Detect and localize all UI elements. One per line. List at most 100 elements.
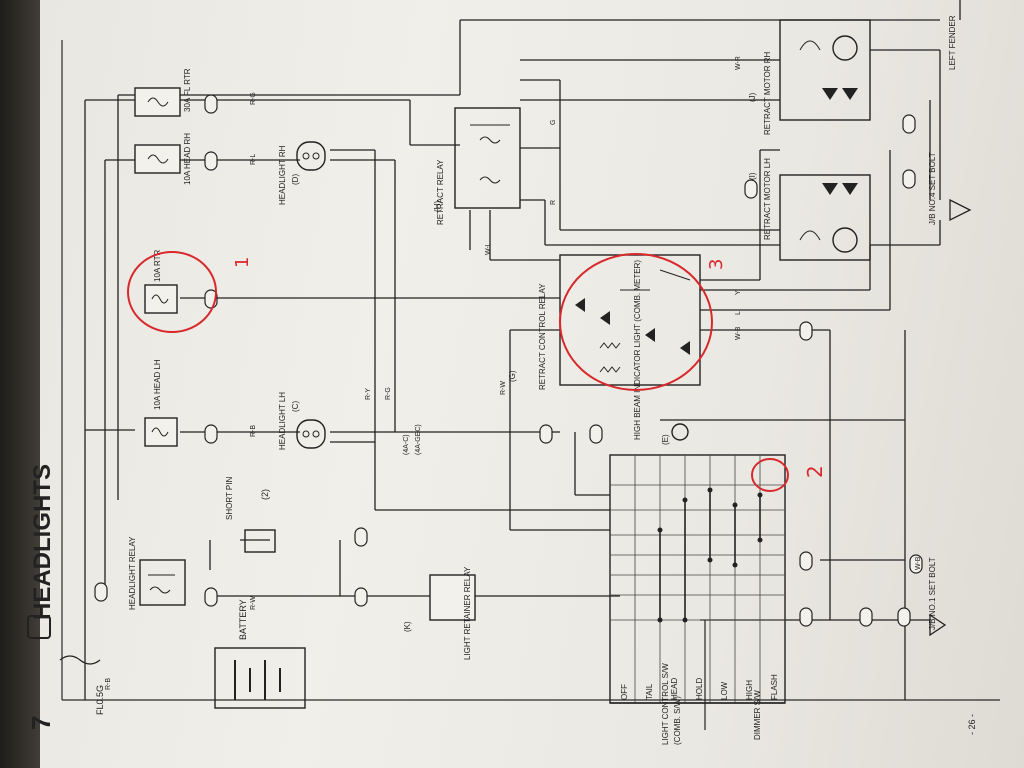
svg-text:10A HEAD RH: 10A HEAD RH <box>183 133 192 185</box>
svg-text:J/B NO.4 SET BOLT: J/B NO.4 SET BOLT <box>928 152 937 225</box>
svg-text:(4A-GEC): (4A-GEC) <box>415 424 422 455</box>
svg-text:FL0.5G: FL0.5G <box>95 685 105 715</box>
high-beam-label: HIGH BEAM INDICATOR LIGHT (COMB. METER) <box>633 260 642 440</box>
retract-control-id: (G) <box>508 370 517 382</box>
svg-text:R-W: R-W <box>500 381 507 395</box>
battery <box>214 647 306 709</box>
svg-text:W-R: W-R <box>735 56 742 70</box>
svg-text:R-B: R-B <box>250 425 257 437</box>
retract-motor-rh <box>779 19 871 121</box>
svg-text:R-L: R-L <box>250 154 257 165</box>
svg-text:W-L: W-L <box>485 242 492 255</box>
headlight-rh <box>296 141 326 171</box>
switch-table <box>609 454 786 730</box>
short-pin-num: (2) <box>260 489 270 500</box>
svg-text:LEFT FENDER: LEFT FENDER <box>948 15 957 70</box>
svg-text:R-W: R-W <box>250 596 257 610</box>
svg-text:(4A-C): (4A-C) <box>403 434 410 455</box>
headlight-lh-label: HEADLIGHT LH <box>278 392 287 450</box>
light-control-label: LIGHT CONTROL S/W <box>661 663 670 745</box>
svg-text:(I): (I) <box>748 172 757 180</box>
fuse-rtr-label: 10A RTR <box>153 249 162 282</box>
svg-text:R-G: R-G <box>385 387 392 400</box>
wire-label: W-R <box>735 56 742 70</box>
svg-text:(G): (G) <box>508 370 517 382</box>
ground-symbols <box>929 0 972 637</box>
svg-text:R-B: R-B <box>105 678 112 690</box>
switch-row-flash: FLASH <box>770 674 779 700</box>
svg-text:HOLD: HOLD <box>695 678 704 700</box>
svg-text:Y: Y <box>735 290 742 295</box>
wire-label: R-W <box>500 381 507 395</box>
svg-text:HEAD: HEAD <box>670 678 679 700</box>
svg-text:TAIL: TAIL <box>645 683 654 700</box>
svg-text:HIGH: HIGH <box>745 680 754 700</box>
svg-text:R-G: R-G <box>250 92 257 105</box>
svg-text:(COMB. S/W): (COMB. S/W) <box>673 696 682 745</box>
switch-row-hold: HOLD <box>695 678 704 700</box>
svg-text:(J): (J) <box>748 92 757 102</box>
svg-text:RETRACT MOTOR RH: RETRACT MOTOR RH <box>763 52 772 135</box>
wire-label: R-Y <box>365 388 372 400</box>
wire-label: R-B <box>105 678 112 690</box>
svg-text:W-B: W-B <box>915 556 922 570</box>
battery-label: BATTERY <box>238 599 248 640</box>
svg-text:RETRACT CONTROL RELAY: RETRACT CONTROL RELAY <box>538 283 547 390</box>
high-beam-id: (E) <box>661 434 670 445</box>
annotation-number-1: 1 <box>232 257 253 268</box>
left-fender-label: LEFT FENDER <box>948 15 957 70</box>
retract-relay <box>454 107 521 209</box>
fusible-link <box>59 655 101 665</box>
high-beam-indicator <box>671 423 689 441</box>
svg-text:HEADLIGHT RELAY: HEADLIGHT RELAY <box>128 536 137 610</box>
motor-rh-id: (J) <box>748 92 757 102</box>
annotation-number-2: 2 <box>803 465 827 478</box>
chapter-icon <box>27 615 51 639</box>
headlight-lh-id: (C) <box>291 401 300 412</box>
svg-text:RETRACT RELAY: RETRACT RELAY <box>436 159 445 225</box>
svg-text:OFF: OFF <box>620 684 629 700</box>
section-number: 7 <box>26 716 56 730</box>
svg-text:FLASH: FLASH <box>770 674 779 700</box>
switch-row-head: HEAD <box>670 678 679 700</box>
svg-text:J/B NO.1 SET BOLT: J/B NO.1 SET BOLT <box>928 557 937 630</box>
svg-text:R-Y: R-Y <box>365 388 372 400</box>
wire-label: W-L <box>485 242 492 255</box>
svg-text:R: R <box>550 200 557 205</box>
wire-label: R-G <box>385 387 392 400</box>
retract-relay-id: (H) <box>433 201 442 212</box>
headlight-rh-label: HEADLIGHT RH <box>278 145 287 205</box>
svg-text:10A RTR: 10A RTR <box>153 249 162 282</box>
fuse-head-rh-label: 10A HEAD RH <box>183 133 192 185</box>
page-border <box>61 40 1000 701</box>
jb-no4-label: J/B NO.4 SET BOLT <box>928 152 937 225</box>
svg-text:L: L <box>735 311 742 315</box>
headlight-relay <box>139 559 186 606</box>
svg-text:(E): (E) <box>661 434 670 445</box>
short-pin-label: SHORT PIN <box>225 477 234 520</box>
annotation-circle-1 <box>127 251 217 333</box>
headlight-rh-id: (D) <box>291 174 300 185</box>
svg-text:LIGHT RETAINER RELAY: LIGHT RETAINER RELAY <box>463 566 472 660</box>
wire-label: R <box>550 200 557 205</box>
svg-text:LIGHT CONTROL S/W: LIGHT CONTROL S/W <box>661 663 670 745</box>
comb-sw-label: (COMB. S/W) <box>673 696 682 745</box>
switch-row-high: HIGH <box>745 680 754 700</box>
manual-page <box>40 0 1024 768</box>
wire-label: R-G <box>250 92 257 105</box>
retract-motor-lh <box>779 174 871 261</box>
jb-no1-label: J/B NO.1 SET BOLT <box>928 557 937 630</box>
svg-text:(C): (C) <box>291 401 300 412</box>
wire-label: Y <box>735 290 742 295</box>
svg-text:HIGH BEAM INDICATOR LIGHT (COM: HIGH BEAM INDICATOR LIGHT (COMB. METER) <box>633 260 642 440</box>
short-pin <box>244 529 276 553</box>
page-number: - 26 - <box>967 714 977 735</box>
dimmer-label: DIMMER S/W <box>753 690 762 740</box>
svg-text:DIMMER S/W: DIMMER S/W <box>753 690 762 740</box>
wire-label: G <box>550 120 557 125</box>
annotation-circle-2 <box>751 458 789 492</box>
svg-text:HEADLIGHT RH: HEADLIGHT RH <box>278 145 287 205</box>
svg-text:RETRACT MOTOR LH: RETRACT MOTOR LH <box>763 158 772 240</box>
